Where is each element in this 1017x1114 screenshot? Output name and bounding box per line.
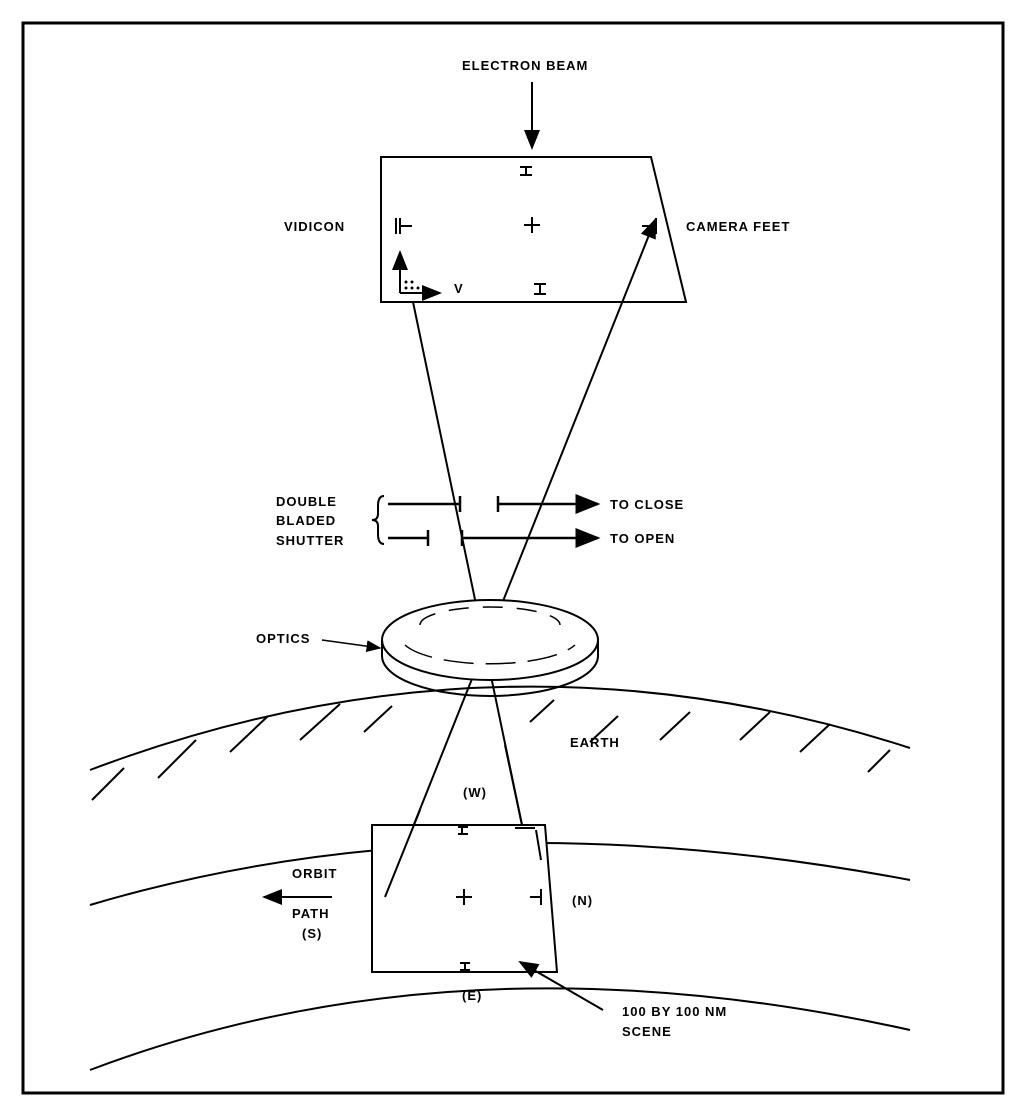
to-close-label: TO CLOSE [610, 497, 684, 512]
reseau-marks [395, 166, 657, 295]
shutter-blades [388, 494, 601, 548]
path-label: PATH [292, 906, 329, 921]
v-axis-label: V [454, 281, 464, 296]
orbit-label: ORBIT [292, 866, 337, 881]
earth-surface [89, 685, 911, 771]
earth-label: EARTH [570, 735, 620, 750]
camera-feet-label: CAMERA FEET [686, 219, 790, 234]
optics-label: OPTICS [256, 631, 310, 646]
scan-axes-icon [392, 250, 442, 301]
scene-pointer [518, 960, 604, 1011]
optics-lens [381, 599, 599, 697]
south-label: (S) [302, 926, 322, 941]
vidicon-label: VIDICON [284, 219, 345, 234]
east-label: (E) [462, 988, 482, 1003]
west-label: (W) [463, 785, 487, 800]
frame-border [21, 21, 1005, 1095]
scene-label-1: 100 BY 100 NM [622, 1004, 727, 1019]
electron-beam-label: ELECTRON BEAM [462, 58, 588, 73]
earth-hatching [91, 699, 891, 801]
ray-west [412, 301, 523, 826]
to-open-label: TO OPEN [610, 531, 675, 546]
shutter-label-1: DOUBLE [276, 494, 337, 509]
shutter-brace [371, 495, 385, 545]
optics-pointer [321, 639, 382, 653]
orbit-swath-lower [89, 987, 911, 1071]
scene-label-2: SCENE [622, 1024, 672, 1039]
ray-east [384, 218, 656, 898]
shutter-label-2: BLADED [276, 513, 336, 528]
vidicon-target [380, 156, 688, 303]
north-label: (N) [572, 893, 593, 908]
shutter-label-3: SHUTTER [276, 533, 344, 548]
scene-reseau-marks [456, 826, 542, 971]
